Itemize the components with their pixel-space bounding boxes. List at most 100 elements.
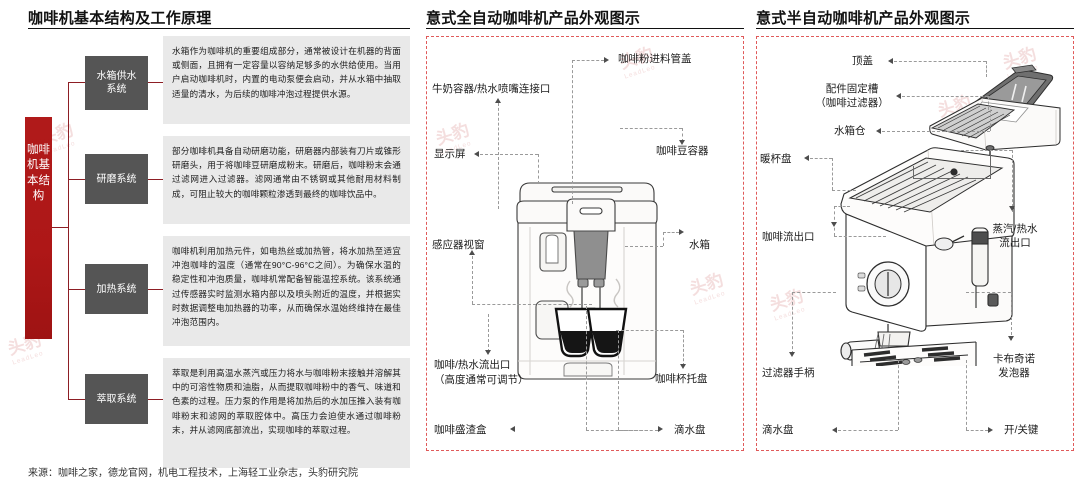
leader-line	[810, 158, 832, 159]
leader-line	[898, 360, 899, 430]
callout-display-screen: 显示屏	[434, 148, 466, 160]
leader-line	[625, 246, 663, 247]
leader-line	[838, 430, 898, 431]
spine-label: 咖啡机基本结构	[27, 144, 50, 203]
leader-arrow-left	[888, 57, 893, 64]
leader-line	[618, 430, 658, 431]
callout-drip-tray-right: 滴水盘	[762, 424, 794, 436]
middle-title-rule	[426, 28, 744, 29]
leader-line	[572, 60, 573, 204]
callout-milk-container-port: 牛奶容器/热水喷嘴连接口	[432, 83, 551, 95]
leader-line	[538, 154, 539, 184]
branch-line	[68, 179, 86, 181]
leader-arrow-up	[494, 98, 501, 103]
leader-line	[913, 166, 914, 178]
left-panel-title: 咖啡机基本结构及工作原理	[28, 10, 212, 27]
source-note: 来源：咖啡之家，德龙官网，机电工程技术，上海轻工业杂志，头豹研究院	[28, 468, 358, 479]
leader-arrow-left	[876, 127, 881, 134]
callout-coffee-cup-tray: 咖啡杯托盘	[655, 373, 708, 385]
leader-arrow-right	[988, 426, 993, 433]
leader-line	[683, 330, 684, 366]
callout-sensor-window: 感应器视窗	[432, 239, 485, 251]
leader-line	[986, 61, 987, 77]
description-card: 部分咖啡机具备自动研磨功能，研磨器内部装有刀片或锥形研磨头，用于将咖啡豆研磨成粉…	[163, 136, 410, 224]
callout-coffee-hot-water-outlet: 咖啡/热水流出口 （高度通常可调节）	[434, 359, 529, 386]
leader-line	[988, 96, 989, 110]
leader-line	[663, 232, 664, 246]
middle-panel-title: 意式全自动咖啡机产品外观图示	[426, 10, 641, 27]
trunk-line	[68, 82, 70, 400]
leader-arrow-down	[1007, 336, 1014, 341]
node-heating[interactable]: 加热系统	[85, 264, 148, 314]
description-card: 咖啡机利用加热元件，如电热丝或加热管，将水加热至适宜冲泡咖啡的温度（通常在90°…	[163, 236, 410, 346]
leader-arrow-down	[788, 352, 795, 357]
fully-automatic-diagram-frame	[426, 36, 744, 451]
leader-line	[834, 236, 886, 237]
callout-coffee-outlet: 咖啡流出口	[762, 231, 815, 243]
callout-steam-hot-water-outlet: 蒸汽/热水 流出口	[992, 223, 1038, 249]
fully-automatic-machine-illustration	[516, 182, 658, 380]
callout-coffee-powder-inlet-cap: 咖啡粉进料管盖	[618, 53, 692, 65]
branch-line	[68, 82, 86, 84]
node-card-link	[148, 399, 164, 401]
callout-filter-handle: 过滤器手柄	[762, 367, 815, 379]
callout-water-tank: 水箱	[689, 239, 710, 251]
leader-arrow-left	[804, 154, 809, 161]
node-grinding[interactable]: 研磨系统	[85, 154, 148, 204]
leader-arrow-left	[474, 150, 479, 157]
leader-line	[480, 154, 538, 155]
leader-line	[792, 292, 836, 293]
node-card-link	[148, 289, 164, 291]
leader-line	[1012, 150, 1013, 212]
semi-automatic-diagram-frame	[756, 36, 1074, 451]
leader-line	[572, 60, 604, 61]
leader-line	[834, 206, 850, 207]
leader-line	[472, 256, 473, 304]
leader-line	[902, 96, 988, 97]
node-card-link	[148, 179, 164, 181]
leader-line	[882, 131, 990, 132]
description-card: 水箱作为咖啡机的重要组成部分，通常被设计在机器的背面或侧面，且拥有一定容量以容纳…	[163, 36, 410, 124]
callout-water-tank-compartment: 水箱仓	[834, 125, 866, 137]
leader-line	[488, 314, 489, 352]
leader-arrow-down	[679, 364, 686, 369]
node-label: 加热系统	[96, 283, 137, 295]
leader-line	[990, 152, 991, 178]
callout-cappuccino-frother: 卡布奇诺 发泡器	[993, 353, 1035, 379]
node-extraction[interactable]: 萃取系统	[85, 374, 148, 424]
left-title-rule	[28, 28, 410, 29]
leader-line	[586, 306, 587, 430]
leader-arrow-left	[510, 426, 515, 432]
spine-stub	[52, 227, 69, 229]
leader-line	[472, 304, 592, 305]
node-label: 萃取系统	[96, 393, 137, 405]
callout-top-cover: 顶盖	[852, 55, 873, 67]
structure-spine-bar: 咖啡机基本结构	[25, 117, 52, 339]
leader-line	[616, 330, 683, 331]
leader-line	[663, 232, 679, 233]
leader-line	[966, 292, 1011, 293]
semi-automatic-machine-illustration	[840, 147, 1015, 366]
leader-arrow-left	[832, 426, 837, 433]
right-panel-title: 意式半自动咖啡机产品外观图示	[756, 10, 971, 27]
leader-arrow-right	[658, 426, 663, 432]
leader-line	[618, 330, 619, 430]
leader-arrow-right	[679, 228, 684, 235]
callout-cup-warming-tray: 暖杯盘	[760, 153, 792, 165]
callout-accessory-slot: 配件固定槽 （咖啡过滤器）	[815, 83, 889, 109]
leader-line	[832, 190, 856, 191]
leader-arrow-down	[678, 140, 685, 145]
branch-line	[68, 289, 86, 291]
node-water-supply[interactable]: 水箱供水 系统	[85, 56, 148, 110]
callout-coffee-bean-container: 咖啡豆容器	[656, 145, 709, 157]
leader-line	[966, 360, 967, 430]
leader-arrow-left	[896, 92, 901, 99]
leader-arrow-down	[484, 350, 491, 355]
leader-line	[620, 128, 682, 129]
leader-line	[913, 178, 991, 179]
callout-coffee-grounds-box: 咖啡盛渣盒	[434, 424, 487, 436]
node-label: 水箱供水 系统	[96, 71, 137, 95]
leader-line	[966, 430, 988, 431]
